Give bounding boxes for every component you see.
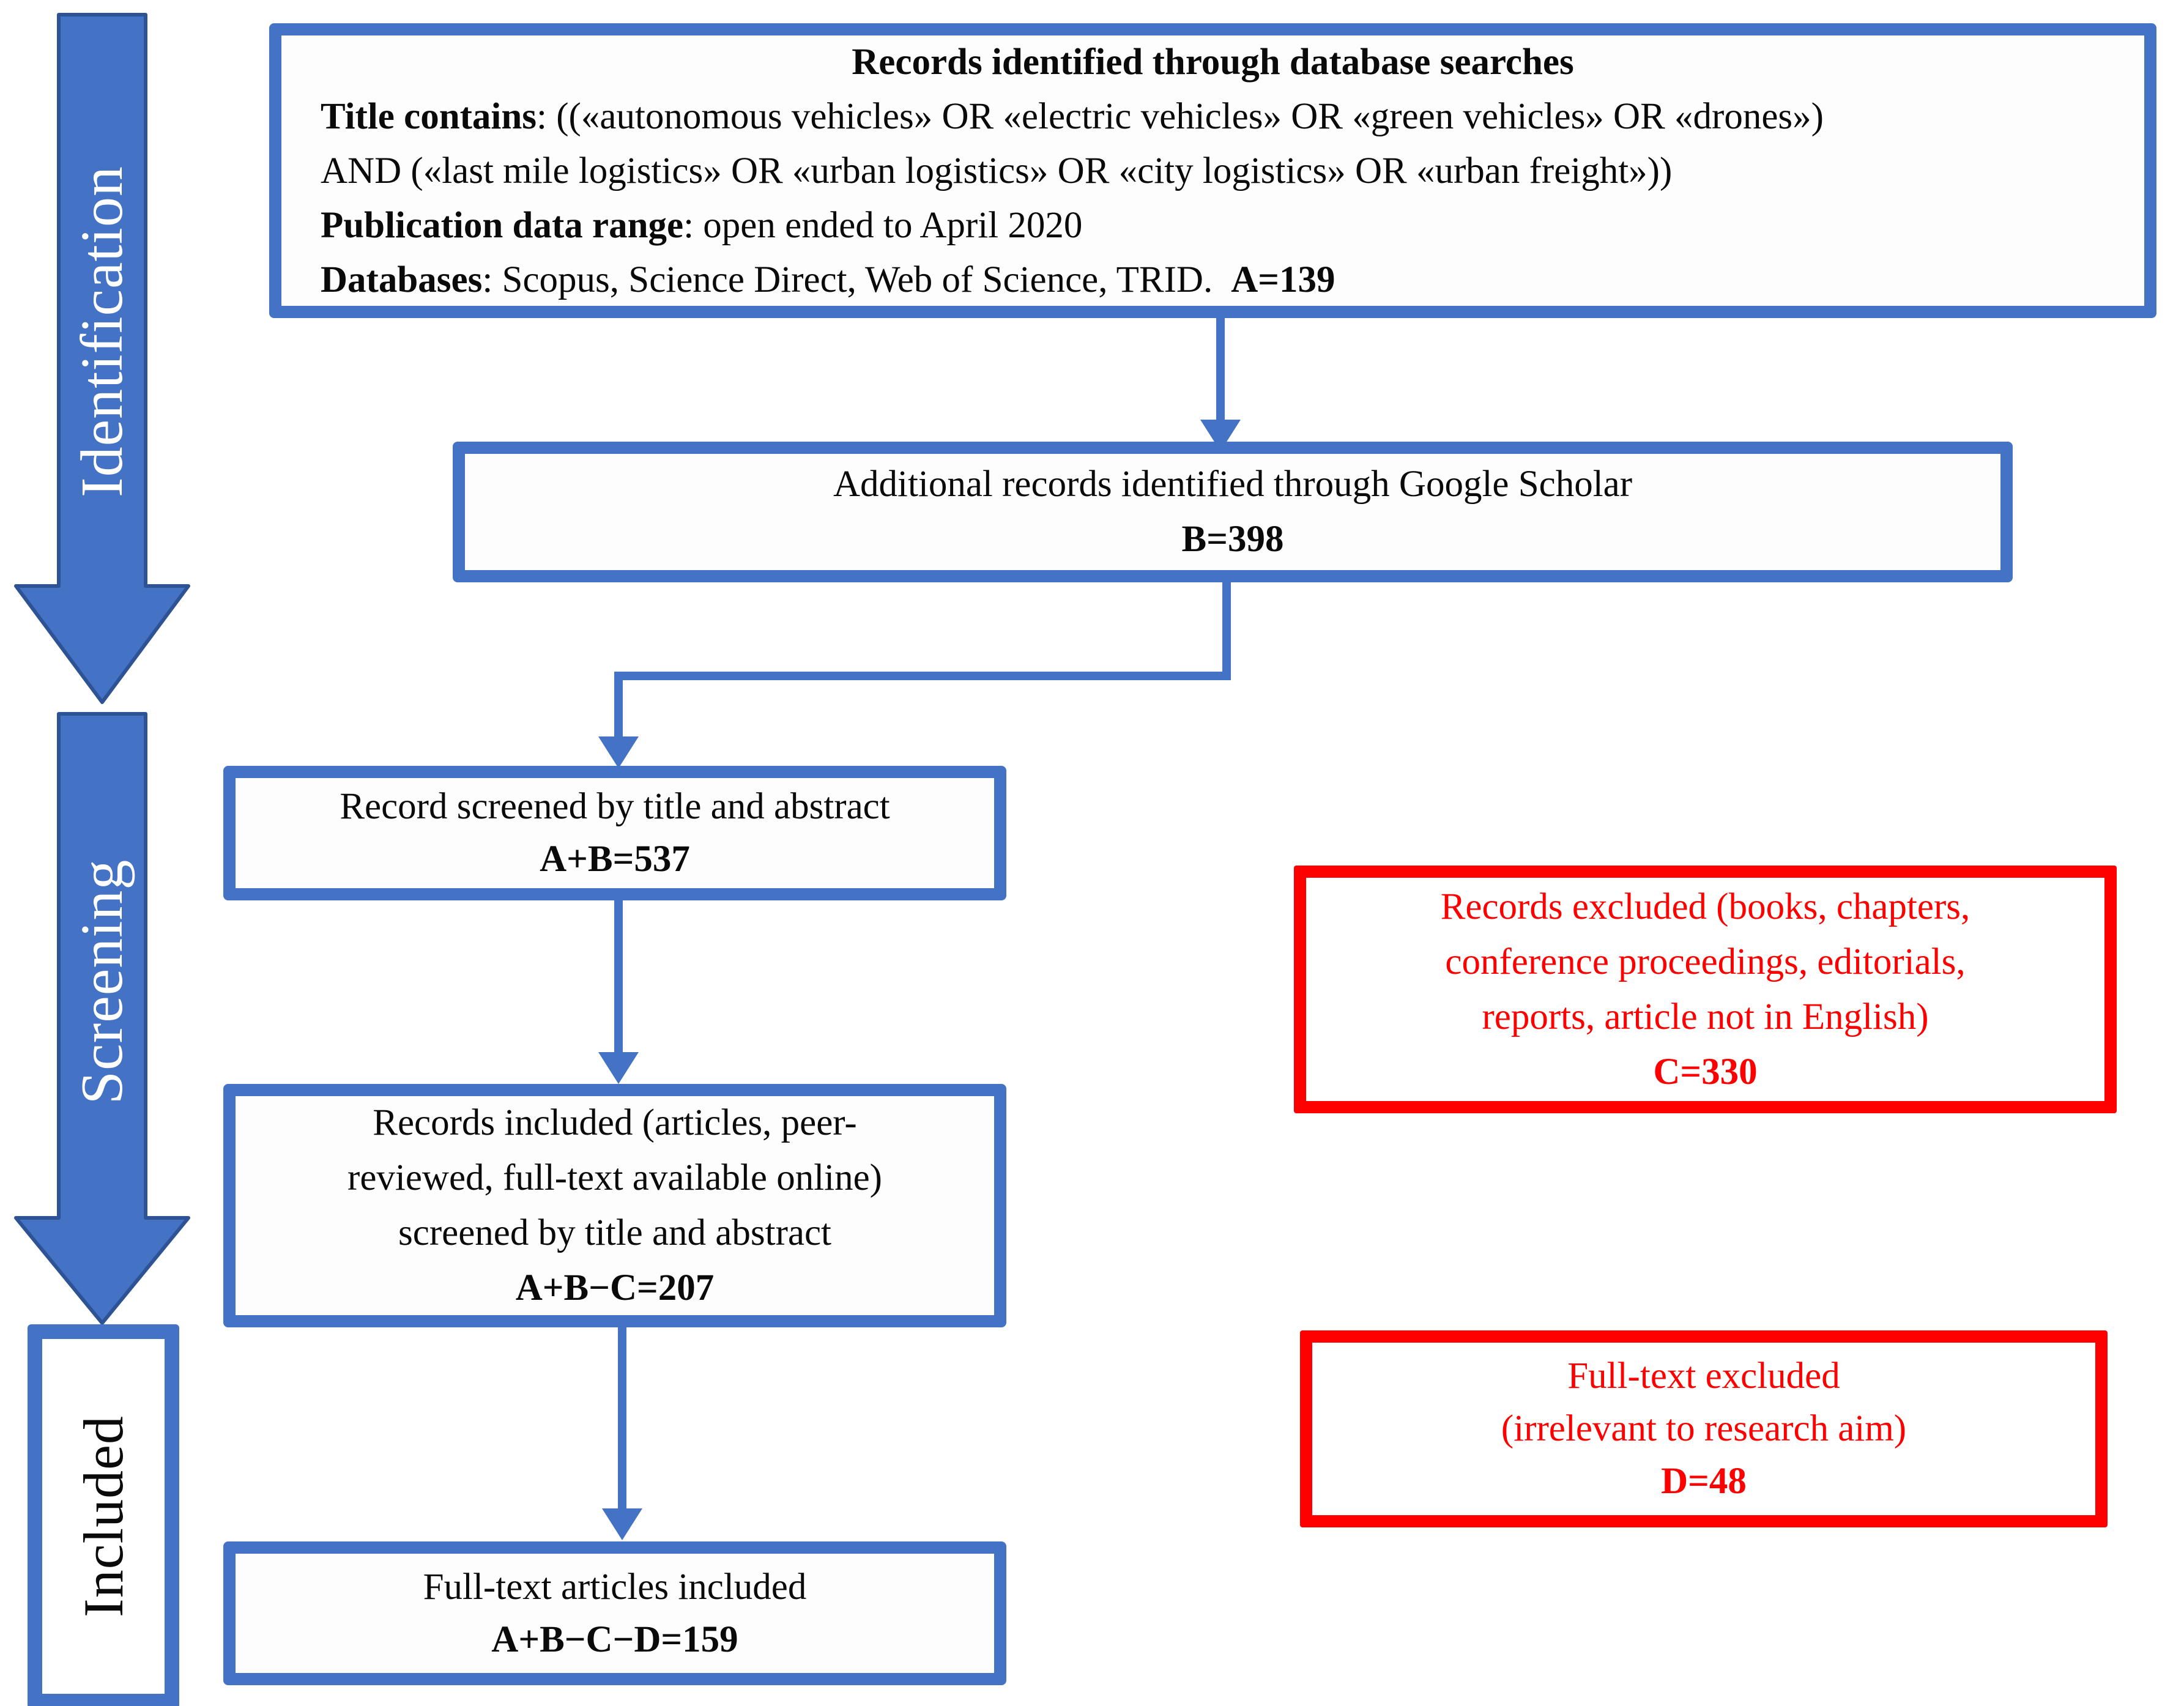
connector-scholar-elbow-across (614, 672, 1231, 680)
count-d: D=48 (1661, 1461, 1747, 1502)
records-included-line-2: reviewed, full-text available online) (347, 1157, 882, 1198)
publication-range-line: Publication data range: open ended to Ap… (321, 204, 1083, 246)
fulltext-excluded-line-2: (irrelevant to research aim) (1501, 1408, 1907, 1449)
identification-stage-arrow: Identification (13, 12, 191, 707)
database-search-title: Records identified through database sear… (852, 41, 1574, 83)
records-excluded-line-2: conference proceedings, editorials, (1445, 941, 1966, 982)
fulltext-excluded-line-1: Full-text excluded (1567, 1356, 1840, 1396)
records-excluded-box: Records excluded (books, chapters, confe… (1294, 866, 2117, 1113)
count-a-plus-b-minus-c: A+B−C=207 (515, 1267, 715, 1308)
identification-stage-label: Identification (69, 166, 135, 498)
fulltext-included-box: Full-text articles included A+B−C−D=159 (223, 1541, 1006, 1685)
records-included-box: Records included (articles, peer- review… (223, 1084, 1006, 1327)
records-excluded-line-1: Records excluded (books, chapters, (1440, 886, 1970, 927)
records-included-line-3: screened by title and abstract (398, 1212, 831, 1253)
google-scholar-text: Additional records identified through Go… (833, 464, 1633, 505)
screening-stage-arrow: Screening (13, 711, 191, 1326)
records-screened-text: Record screened by title and abstract (340, 786, 890, 827)
records-screened-box: Record screened by title and abstract A+… (223, 766, 1006, 900)
count-a-plus-b: A+B=537 (540, 839, 690, 880)
fulltext-included-text: Full-text articles included (423, 1566, 807, 1608)
down-arrowhead-icon (602, 1508, 642, 1540)
connector-included-to-fulltext (618, 1326, 626, 1511)
search-query-line-2: AND («last mile logistics» OR «urban log… (321, 150, 1673, 191)
search-query-line-1: Title contains: ((«autonomous vehicles» … (321, 95, 1824, 137)
fulltext-excluded-box: Full-text excluded (irrelevant to resear… (1300, 1330, 2108, 1527)
connector-screened-to-included (614, 900, 623, 1055)
count-c: C=330 (1653, 1051, 1758, 1092)
connector-search-to-scholar (1216, 318, 1225, 422)
count-a: A=139 (1231, 259, 1335, 300)
screening-stage-label: Screening (69, 859, 135, 1105)
down-arrowhead-icon (598, 1052, 639, 1084)
database-search-box: Records identified through database sear… (269, 23, 2156, 318)
records-excluded-line-3: reports, article not in English) (1482, 996, 1929, 1037)
included-stage-box: Included (28, 1324, 179, 1706)
count-final: A+B−C−D=159 (491, 1619, 738, 1660)
down-arrowhead-icon (1200, 420, 1241, 451)
count-b: B=398 (1181, 519, 1284, 560)
connector-scholar-elbow-down (1222, 581, 1231, 680)
records-included-line-1: Records included (articles, peer- (373, 1102, 857, 1143)
google-scholar-box: Additional records identified through Go… (453, 442, 2013, 582)
down-arrow-icon (14, 13, 190, 704)
down-arrowhead-icon (598, 736, 639, 768)
down-arrow-icon (14, 712, 190, 1325)
databases-line: Databases: Scopus, Science Direct, Web o… (321, 259, 1335, 300)
included-stage-label: Included (72, 1415, 135, 1617)
connector-scholar-to-screened (614, 672, 623, 740)
